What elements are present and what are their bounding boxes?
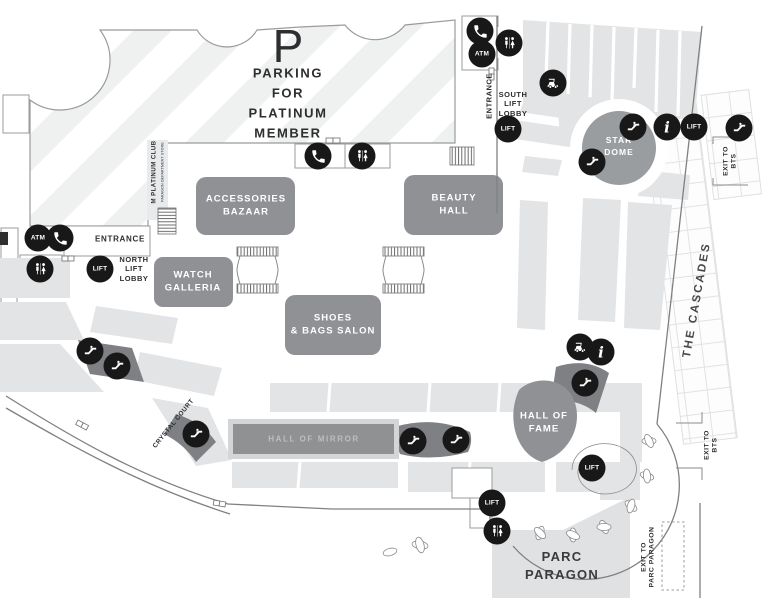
parking-symbol: P	[272, 19, 304, 72]
lift-icon: LIFT	[86, 255, 114, 283]
lift-icon: LIFT	[578, 454, 606, 482]
escalator-icon	[571, 369, 599, 397]
entrance-west-label: ENTRANCE	[94, 234, 146, 244]
escalator-icon	[399, 427, 427, 455]
phone-icon	[466, 17, 494, 45]
north-lift-lobby-label: NORTH LIFT LOBBY	[119, 254, 149, 283]
accessories-bazaar-room	[196, 177, 295, 235]
lift-icon: LIFT	[478, 489, 506, 517]
escalator-icon	[103, 352, 131, 380]
atm-icon: ATM	[468, 40, 496, 68]
restroom-icon	[26, 255, 54, 283]
lift-icon: LIFT	[494, 115, 522, 143]
south-lift-lobby-label: SOUTH LIFT LOBBY	[498, 89, 528, 118]
exit-to-bts-top-label: EXIT TO BTS	[722, 146, 738, 176]
lift-icon-label: LIFT	[686, 123, 702, 131]
accessories-bazaar-label: ACCESSORIES BAZAAR	[205, 193, 287, 218]
hall-of-fame-room	[513, 380, 578, 462]
restroom-icon	[495, 29, 523, 57]
hall-of-fame-label: HALL OF FAME	[520, 410, 568, 435]
atm-icon-label: ATM	[30, 234, 46, 242]
exit-parc-paragon-box	[661, 521, 685, 591]
watch-galleria-room	[154, 257, 233, 307]
exit-to-bts-mid-label: EXIT TO BTS	[703, 430, 719, 460]
m-platinum-club-strip	[147, 140, 168, 220]
star-dome-label: STAR DOME	[604, 135, 634, 157]
lift-icon-label: LIFT	[500, 125, 516, 133]
escalator-icon	[578, 148, 606, 176]
hall-of-mirror-label: HALL OF MIRROR	[268, 434, 360, 444]
escalator-icon	[76, 337, 104, 365]
shoes-bags-salon-room	[285, 295, 381, 355]
exit-to-parc-paragon-label: EXIT TO PARC PARAGON	[640, 526, 656, 588]
escalator-icon	[442, 426, 470, 454]
m-platinum-club-label: M PLATINUM CLUB	[151, 140, 158, 204]
escalator-barrels	[236, 246, 425, 294]
door-symbols	[61, 67, 495, 508]
watch-galleria-label: WATCH GALLERIA	[164, 269, 222, 294]
central-store-strips	[232, 382, 642, 500]
parking-area	[29, 19, 456, 227]
lift-icon-label: LIFT	[484, 499, 500, 507]
restroom-icon	[348, 142, 376, 170]
hall-of-mirror-room	[228, 419, 399, 459]
information-icon: i	[653, 113, 681, 141]
atm-icon-label: ATM	[474, 50, 490, 58]
lift-icon-label: LIFT	[584, 464, 600, 472]
info-icon-label: i	[598, 343, 604, 361]
atm-icon: ATM	[24, 224, 52, 252]
shuttle-buggy-icon	[566, 333, 594, 361]
escalator-icon	[725, 114, 753, 142]
shuttle-buggy-icon	[539, 69, 567, 97]
entrance-south-label: ENTRANCE	[484, 73, 494, 119]
phone-icon	[304, 142, 332, 170]
parc-paragon-label: PARC PARAGON	[525, 548, 599, 582]
parking-label: PARKING FOR PLATINUM MEMBER	[248, 65, 328, 142]
m-platinum-club-sub-label: PARAGON DEPARTMENT STORE	[160, 142, 165, 202]
stairs-blocks	[157, 146, 475, 235]
named-halls	[154, 175, 503, 355]
beauty-hall-label: BEAUTY HALL	[431, 192, 477, 217]
escalator-icon	[182, 420, 210, 448]
shoes-bags-salon-label: SHOES & BAGS SALON	[290, 312, 376, 337]
lift-icon: LIFT	[680, 113, 708, 141]
info-icon-label: i	[664, 118, 670, 136]
beauty-hall-room	[404, 175, 503, 235]
parc-paragon-area	[492, 497, 630, 598]
restroom-icon	[483, 517, 511, 545]
east-store-strips	[517, 170, 690, 330]
lift-icon-label: LIFT	[92, 265, 108, 273]
escalator-icon	[619, 113, 647, 141]
